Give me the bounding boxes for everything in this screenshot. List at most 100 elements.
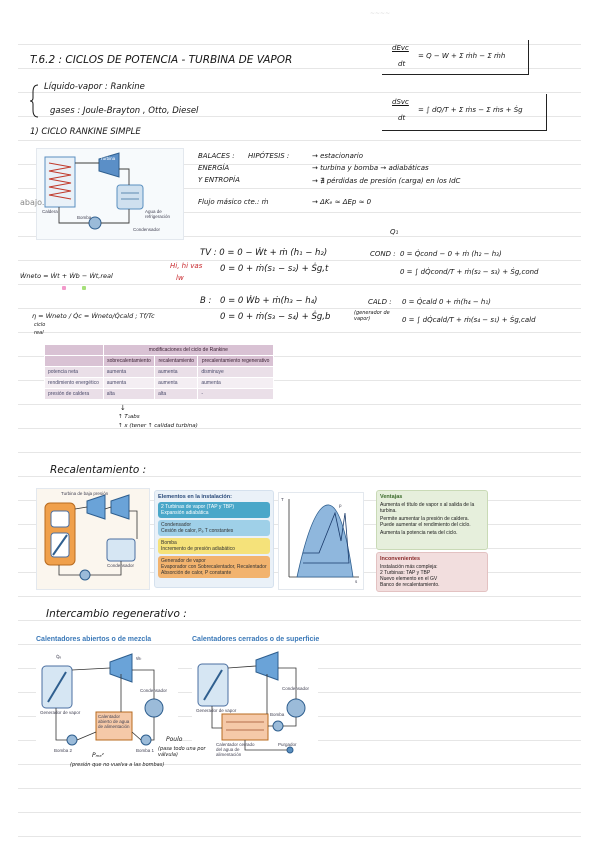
rankine-modifications-table: modificaciones del ciclo de Rankine sobr… (44, 344, 275, 400)
elem-bomba-text: Bomba (161, 540, 177, 546)
section-recalentamiento: Recalentamiento : (50, 464, 147, 476)
inconv-1: Instalación más compleja: (380, 564, 438, 570)
ventaja-3: Aumenta la potencia neta del ciclo. (380, 530, 458, 536)
elem-turbinas-sub: Expansión adiabática (161, 510, 209, 516)
purgador-label: Purgador (278, 742, 297, 747)
open-cond-label: Condensador (140, 688, 168, 693)
pink-marker (62, 286, 66, 290)
label-agua: Agua de refrigeración (145, 209, 171, 219)
elem-condensador: Condensador Cesión de calor, Pₑ T consta… (158, 520, 270, 536)
elem-generador-sub: Evaporador con Sobrecalentador, Recalent… (161, 564, 267, 570)
label-turbina: Turbina (100, 156, 116, 161)
ts-diagram: T s p (278, 492, 364, 590)
open-gen-label: Generador de vapor (40, 710, 81, 715)
balances-l1c: → estacionario (312, 152, 363, 160)
below-table-l2: ↑ x (tener ↑ calidad turbina) (118, 423, 198, 429)
table-cell: rendimiento energético (44, 377, 104, 389)
elementos-panel: Elementos en la instalación: 2 Turbinas … (154, 490, 274, 588)
closed-heater-diagram: Generador de vapor Condensador Bomba Cal… (192, 648, 318, 758)
elem-bomba: Bomba Incremento de presión adiabático (158, 538, 270, 554)
inconvenientes-title: Inconvenientes (380, 556, 421, 562)
closed-heater-label: Calentador cerrado del agua de alimentac… (216, 742, 255, 757)
open-heaters-title: Calentadores abiertos o de mezcla (36, 636, 152, 643)
energy-den: dt (398, 60, 406, 68)
section-rankine-simple: 1) CICLO RANKINE SIMPLE (30, 127, 141, 137)
ts-axis-t: T (281, 497, 284, 502)
elem-turbinas-text: 2 Turbinas de vapor (TAP y TBP) (161, 504, 235, 510)
entropy-rhs: = ∫ dQ/T + Σ ṁs − Σ ṁs + Ṡg (418, 106, 523, 114)
red-note-1: Hi, hi vas (170, 262, 203, 270)
rankine-diagram-svg (44, 152, 144, 230)
open-note-2: (presión que no vuelva a las bombas) (70, 762, 165, 768)
eq-tv-energy: TV : 0 = 0 − Ẇt + ṁ (h₁ − h₂) (200, 248, 328, 258)
note-eta: η = Ẇneto / Q̇c = Ẇneto/Q̇cald ; Tf/Tc (32, 312, 155, 320)
green-marker (82, 286, 86, 290)
section-intercambio-regenerativo: Intercambio regenerativo : (46, 608, 187, 620)
inconv-3: Nuevo elemento en el GV (380, 576, 438, 582)
open-note-1: Pₘₑᶻ (92, 752, 105, 759)
entropy-den: dt (398, 114, 406, 122)
elem-generador-sub2: Absorción de calor, P constante (161, 570, 232, 576)
closed-note-2: (pasa todo una por válvula) (158, 746, 206, 758)
open-heater-diagram: Generador de vapor Condensador Calentado… (36, 648, 178, 758)
eq-cond-entropy: 0 = ∫ dQ̇cond/T + ṁ(s₂ − s₃) + Ṡg,cond (400, 268, 539, 276)
open-q-label: Q̇ₑ (56, 654, 62, 659)
eq-b-entropy: 0 = 0 + ṁ(s₃ − s₄) + Ṡg,b (220, 312, 331, 322)
energy-balance-box (382, 40, 529, 75)
closed-note-1: Poulo (166, 736, 183, 743)
elem-condensador-sub: Cesión de calor, Pₑ T constantes (161, 528, 234, 534)
ventaja-2: Permite aumentar la presión de caldera. … (380, 516, 471, 528)
rankine-diagram: Turbina Caldera Bomba Agua de refrigerac… (36, 148, 184, 240)
note-neto: Ẇneto = Ẇt + Ẇb − Ẇt,real (20, 272, 113, 280)
eq-cond-energy: 0 = Q̇cond − 0 + ṁ (h₂ − h₃) (400, 250, 502, 258)
label-trabajo: abajo. (20, 198, 45, 207)
below-table-l1: ↑ T₁abs (118, 414, 140, 420)
table-cell: aumenta (197, 377, 274, 389)
q1-label: Q₁ (390, 228, 399, 236)
closed-heater-svg (197, 651, 306, 754)
label-caldera: Caldera (42, 209, 58, 214)
table-header-2: recalentamiento (154, 355, 199, 367)
ventajas-panel: Ventajas Aumenta el título de vapor x al… (376, 490, 488, 550)
table-cell: aumenta (102, 366, 156, 378)
eq-cald-energy: 0 = Q̇cald 0 + ṁ(h₄ − h₁) (402, 298, 491, 306)
inconv-4: Banco de recalentamiento. (380, 582, 440, 588)
table-cell: aumenta (154, 377, 199, 389)
cald-note: (generador de vapor) (354, 310, 390, 322)
table-row: presión de caldera alta alta - (44, 388, 274, 400)
elem-generador-text: Generador de vapor (161, 558, 206, 564)
elem-turbinas: 2 Turbinas de vapor (TAP y TBP) Expansió… (158, 502, 270, 518)
entropy-balance-box (382, 94, 547, 131)
balances-l3c: → ∄ pérdidas de presión (carga) en los I… (312, 177, 461, 185)
brace-line-gases: gases : Joule-Brayton , Otto, Diesel (50, 106, 199, 116)
table-header-3: precalentamiento regenerativo (197, 355, 274, 367)
eq-tv-entropy: 0 = 0 + ṁ(s₁ − s₂) + Ṡg,t (220, 264, 329, 274)
watermark: ~~~~ (370, 10, 391, 17)
open-heater-svg (41, 653, 164, 746)
ts-axis-p: p (339, 503, 342, 508)
label-condensador: Condensador (133, 227, 161, 232)
closed-heaters-title: Calentadores cerrados o de superficie (192, 636, 320, 643)
table-row: potencia neta aumenta aumenta disminuye (44, 366, 274, 378)
eq-b-energy: 0 = 0 Ẇb + ṁ(h₃ − h₄) (220, 296, 318, 306)
cald-label: CALD : (368, 298, 392, 306)
table-cell: alta (154, 388, 199, 400)
red-note-2: lw (176, 274, 184, 282)
table-cell: alta (102, 388, 156, 400)
elementos-title: Elementos en la instalación: (158, 494, 232, 500)
table-cell: potencia neta (44, 366, 104, 378)
table-corner (44, 344, 104, 356)
note-eta-sub2: real (34, 330, 44, 336)
table-cell: aumenta (102, 377, 156, 389)
table-cell: aumenta (154, 366, 199, 378)
recal-turbina-label: Turbina de baja presión (61, 491, 109, 496)
energy-rhs: = Q − W + Σ ṁh − Σ ṁh (418, 52, 506, 60)
eq-cald-entropy: 0 = ∫ dQ̇cald/T + ṁ(s₄ − s₁) + Ṡg,cald (402, 316, 536, 324)
note-eta-sub: ciclo (34, 322, 46, 328)
energy-lhs: dEvc (392, 44, 409, 52)
table-cell: presión de caldera (44, 388, 104, 400)
brace (29, 84, 39, 118)
table-cell: - (197, 388, 274, 400)
balances-l2c: → turbina y bomba → adiabáticas (312, 164, 429, 172)
